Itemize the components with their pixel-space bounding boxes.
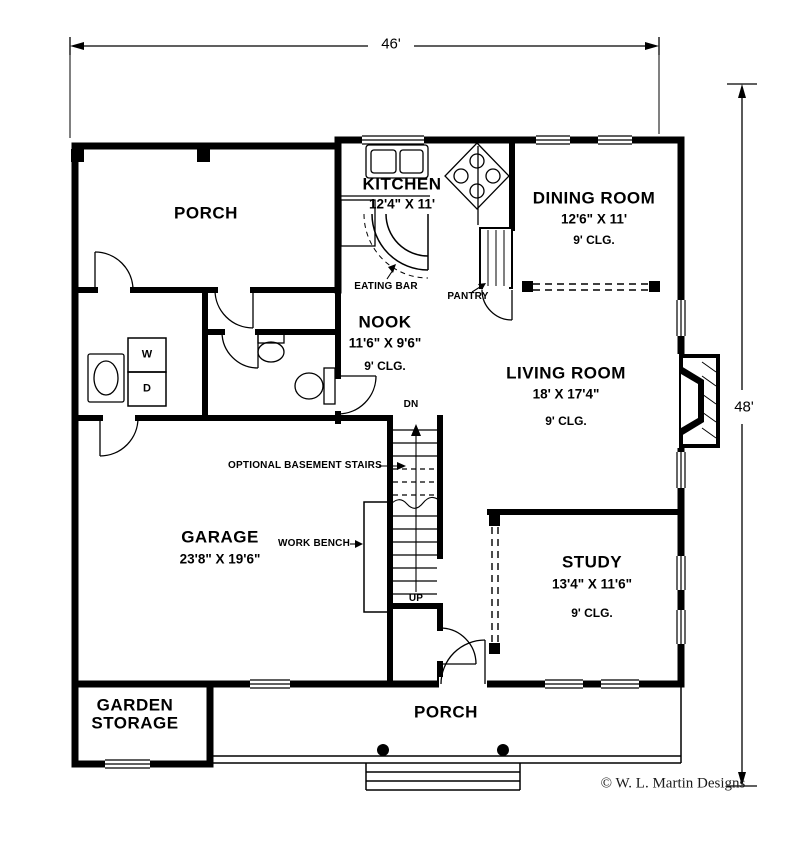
interior-walls: [72, 137, 684, 687]
living-room-size: 18' X 17'4": [532, 386, 600, 402]
stairs-up-label: UP: [408, 593, 424, 604]
dining-room-size: 12'6" X 11': [560, 211, 628, 227]
garden-storage-label-line1: GARDEN: [96, 695, 174, 715]
height-dimension-label: 48': [729, 399, 759, 415]
work-bench-counter: [363, 501, 389, 613]
optional-basement-stairs-label: OPTIONAL BASEMENT STAIRS: [228, 460, 382, 471]
fireplace: [676, 354, 720, 448]
living-room-clg: 9' CLG.: [545, 414, 587, 428]
staircase: [389, 424, 441, 595]
pantry-label: PANTRY: [447, 291, 489, 302]
porch-railing-steps: [210, 684, 682, 791]
porch-bottom-label: PORCH: [414, 702, 478, 722]
door-swings: [94, 251, 486, 685]
study-columns: [489, 515, 500, 654]
kitchen-counter: [340, 146, 479, 247]
nook-clg: 9' CLG.: [364, 359, 406, 373]
work-bench-label: WORK BENCH: [278, 538, 350, 549]
washer-label: W: [141, 348, 153, 361]
living-room-label: LIVING ROOM: [506, 363, 626, 383]
windows: [105, 134, 687, 770]
copyright-text: © W. L. Martin Designs: [600, 775, 746, 792]
width-dimension-line: [69, 37, 660, 138]
bathroom-fixtures: [257, 333, 336, 405]
dining-living-columns: [522, 281, 660, 292]
dryer-label: D: [143, 382, 151, 395]
stove: [444, 142, 510, 210]
dining-room-label: DINING ROOM: [532, 188, 656, 208]
pantry-closet: [479, 227, 513, 321]
kitchen-size: 12'4" X 11': [368, 196, 436, 212]
study-label: STUDY: [561, 552, 623, 572]
kitchen-label: KITCHEN: [362, 174, 442, 194]
height-dimension-line: [727, 83, 757, 787]
leader-arrows: [350, 264, 486, 548]
nook-size: 11'6" X 9'6": [348, 335, 422, 351]
garage-size: 23'8" X 19'6": [179, 551, 261, 567]
garage-label: GARAGE: [181, 527, 259, 547]
width-dimension-label: 46': [376, 36, 406, 52]
eating-bar-label: EATING BAR: [354, 281, 418, 292]
study-clg: 9' CLG.: [571, 606, 613, 620]
porch-posts-top: [71, 149, 210, 162]
dining-room-clg: 9' CLG.: [573, 233, 615, 247]
porch-top-label: PORCH: [174, 203, 238, 223]
eating-bar-counter: [363, 213, 429, 279]
nook-label: NOOK: [358, 312, 412, 332]
study-size: 13'4" X 11'6": [551, 576, 633, 592]
stairs-down-label: DN: [403, 399, 419, 410]
kitchen-sink: [365, 144, 429, 179]
garden-storage-label-line2: STORAGE: [91, 713, 179, 733]
laundry-sink: [87, 353, 125, 403]
washer-dryer-boxes: [127, 337, 167, 407]
